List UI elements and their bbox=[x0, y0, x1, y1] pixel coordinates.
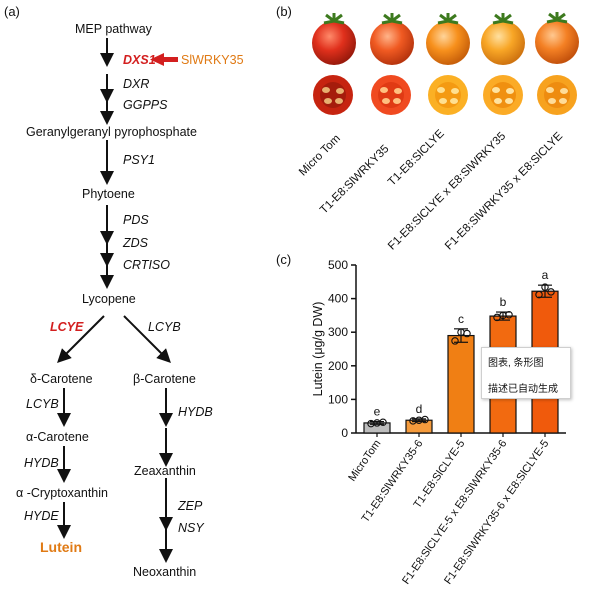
crtiso-label: CRTISO bbox=[123, 258, 170, 272]
significance-letter: d bbox=[416, 402, 423, 416]
ggpp-label: Geranylgeranyl pyrophosphate bbox=[26, 125, 197, 139]
pds-label: PDS bbox=[123, 213, 149, 227]
y-tick-label: 500 bbox=[328, 258, 348, 272]
tomato-cut-f1-wrky-clye bbox=[537, 75, 577, 115]
panel-c-label: (c) bbox=[276, 252, 292, 267]
tooltip-line-1: 图表, 条形图 bbox=[488, 358, 544, 369]
beta-carotene-label: β-Carotene bbox=[133, 372, 196, 386]
lycopene-label: Lycopene bbox=[82, 292, 136, 306]
y-axis-label: Lutein (μg/g DW) bbox=[311, 302, 325, 397]
ggpps-label: GGPPS bbox=[123, 98, 168, 112]
tooltip-line-2: 描述已自动生成 bbox=[488, 384, 558, 395]
arrow-lcye bbox=[57, 315, 105, 363]
significance-letter: e bbox=[374, 405, 381, 419]
replicate-point bbox=[451, 337, 459, 345]
significance-letter: b bbox=[500, 295, 507, 309]
delta-carotene-label: δ-Carotene bbox=[30, 372, 93, 386]
slwrky35-label: SlWRKY35 bbox=[181, 53, 244, 67]
replicate-point bbox=[421, 415, 429, 424]
hydb-right-label: HYDB bbox=[178, 405, 213, 419]
hydb-left-label: HYDB bbox=[24, 456, 59, 470]
tomato-cut-f1-clye-wrky bbox=[483, 75, 523, 115]
zeaxanthin-label: Zeaxanthin bbox=[134, 464, 196, 478]
replicate-point bbox=[541, 283, 549, 291]
replicate-point bbox=[379, 418, 387, 426]
y-tick-label: 300 bbox=[328, 325, 348, 339]
bar bbox=[447, 334, 475, 434]
replicate-point bbox=[535, 290, 543, 299]
nsy-label: NSY bbox=[178, 521, 204, 535]
panel-a-label: (a) bbox=[4, 4, 20, 19]
y-tick-label: 400 bbox=[328, 292, 348, 306]
significance-letter: c bbox=[458, 312, 464, 326]
tomato-cut-clye bbox=[428, 75, 468, 115]
lutein-label: Lutein bbox=[40, 539, 82, 555]
lcye-label: LCYE bbox=[50, 320, 84, 334]
replicate-point bbox=[547, 288, 555, 296]
dxr-label: DXR bbox=[123, 77, 150, 91]
mep-pathway-label: MEP pathway bbox=[75, 22, 152, 36]
phytoene-label: Phytoene bbox=[82, 187, 135, 201]
tomato-whole-f1-clye-wrky bbox=[481, 13, 525, 65]
lcyb-top-label: LCYB bbox=[148, 320, 181, 334]
y-tick-label: 100 bbox=[328, 392, 348, 406]
tomato-cut-wrky35 bbox=[371, 75, 411, 115]
hyde-label: HYDE bbox=[24, 509, 59, 523]
significance-letter: a bbox=[542, 268, 549, 282]
tomato-whole-clye bbox=[426, 13, 470, 65]
dxs1-label: DXS1 bbox=[123, 53, 156, 67]
y-tick-label: 200 bbox=[328, 359, 348, 373]
lcyb-left-label: LCYB bbox=[26, 397, 59, 411]
arrow-lcyb bbox=[123, 315, 171, 363]
psy1-label: PSY1 bbox=[123, 153, 155, 167]
tomato-whole-microtom bbox=[312, 13, 356, 65]
neoxanthin-label: Neoxanthin bbox=[133, 565, 197, 579]
x-tick-label: MicroTom bbox=[346, 438, 383, 484]
image-tooltip: 图表, 条形图 描述已自动生成 bbox=[481, 347, 571, 399]
replicate-point bbox=[463, 329, 471, 338]
panel-b-label: (b) bbox=[276, 4, 292, 19]
y-tick-label: 0 bbox=[341, 426, 348, 440]
alpha-cryptoxanthin-label: α -Cryptoxanthin bbox=[16, 486, 108, 500]
alpha-carotene-label: α-Carotene bbox=[26, 430, 89, 444]
regulation-arrow bbox=[150, 53, 178, 66]
zep-label: ZEP bbox=[178, 499, 203, 513]
tomato-cut-microtom bbox=[313, 75, 353, 115]
tomato-whole-wrky35 bbox=[370, 13, 414, 65]
zds-label: ZDS bbox=[123, 236, 148, 250]
tomato-whole-f1-wrky-clye bbox=[535, 12, 579, 64]
replicate-point bbox=[505, 310, 513, 319]
